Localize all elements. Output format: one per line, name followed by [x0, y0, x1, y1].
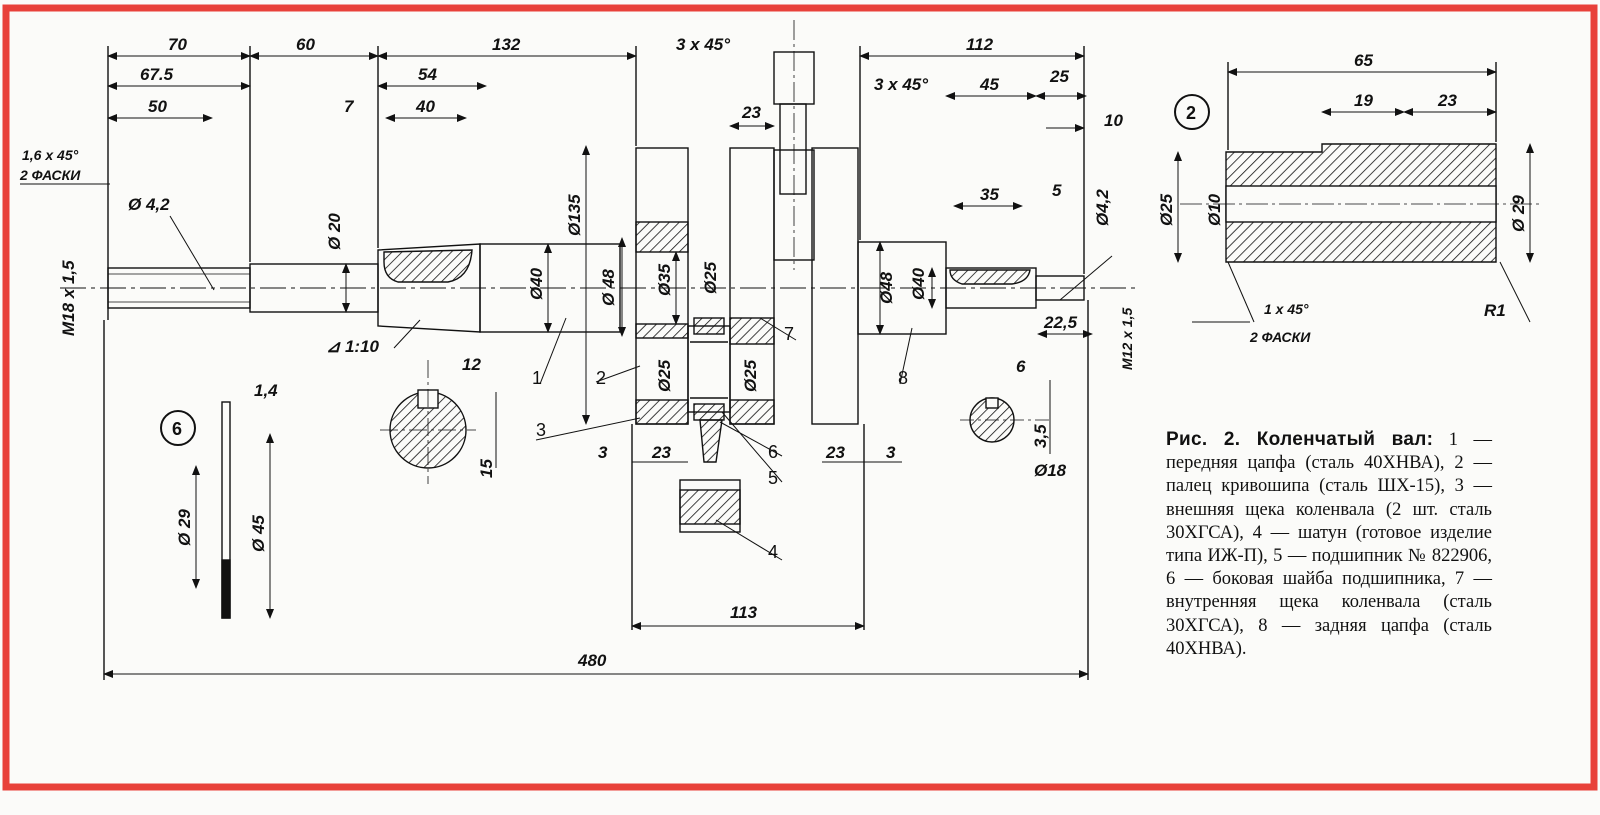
- dim-12: 12: [462, 355, 481, 374]
- dim-phi-4-2: Ø 4,2: [128, 195, 170, 214]
- dim-1-4: 1,4: [254, 381, 278, 400]
- caption-body: 1 — передняя цапфа (сталь 40ХНВА), 2 — п…: [1166, 430, 1493, 659]
- dim-3x45-b: 3 x 45°: [874, 75, 928, 94]
- red-border: [2, 4, 1598, 791]
- dim-chamfer-1x45: 1 x 45°: [1264, 301, 1309, 317]
- dim-phi-25-b: Ø25: [655, 359, 674, 392]
- dim-45: 45: [979, 75, 999, 94]
- dim-3-5: 3,5: [1031, 424, 1050, 448]
- dim-phi-20: Ø 20: [325, 213, 344, 250]
- dim-15: 15: [477, 459, 496, 478]
- dim-60: 60: [296, 35, 315, 54]
- dim-phi-40: Ø40: [527, 267, 546, 300]
- dim-23-b: 23: [825, 443, 845, 462]
- dim-112: 112: [966, 35, 994, 54]
- dim-35: 35: [980, 185, 999, 204]
- dim-25: 25: [1049, 67, 1069, 86]
- dim-phi-4-2-r: Ø4,2: [1093, 189, 1112, 226]
- dim-phi-25-d: Ø25: [1157, 193, 1176, 226]
- callout-3: 3: [536, 420, 546, 440]
- dim-phi-45: Ø 45: [249, 515, 268, 552]
- detail-markers: 6 2: [160, 94, 1210, 446]
- dim-phi-29-b: Ø 29: [1509, 195, 1528, 232]
- caption-title: Рис. 2. Коленчатый вал:: [1166, 429, 1434, 450]
- callout-2: 2: [596, 368, 606, 388]
- dim-23-top: 23: [741, 103, 761, 122]
- dim-132: 132: [492, 35, 521, 54]
- linework: [60, 20, 1540, 680]
- dim-113: 113: [730, 603, 758, 622]
- figure-caption: Рис. 2. Коленчатый вал: 1 — передняя цап…: [1166, 428, 1492, 661]
- part-callouts: 1 2 3 4 5 6 7 8: [532, 324, 908, 562]
- dim-r1: R1: [1484, 301, 1506, 320]
- dim-3-a: 3: [598, 443, 608, 462]
- dim-phi-48: Ø 48: [599, 269, 618, 306]
- dim-phi-48-r: Ø48: [877, 271, 896, 304]
- dim-23-c: 23: [1437, 91, 1457, 110]
- dim-chamfer-1-6: 1,6 x 45°: [22, 147, 79, 163]
- dim-54: 54: [418, 65, 437, 84]
- dim-phi-135: Ø135: [565, 194, 584, 236]
- dim-3x45: 3 x 45°: [676, 35, 730, 54]
- callout-5: 5: [768, 468, 778, 488]
- detail-marker-6: 6: [172, 419, 182, 439]
- dim-phi-25-a: Ø25: [701, 261, 720, 294]
- dim-m12: M12 x 1,5: [1119, 308, 1135, 370]
- dim-23-a: 23: [651, 443, 671, 462]
- dim-40: 40: [415, 97, 435, 116]
- dim-70: 70: [168, 35, 187, 54]
- dim-50: 50: [148, 97, 167, 116]
- dim-chamfer-2-b: 2 ФАСКИ: [1249, 329, 1311, 345]
- callout-8: 8: [898, 368, 908, 388]
- callout-6: 6: [768, 442, 778, 462]
- dim-5: 5: [1052, 181, 1062, 200]
- callout-4: 4: [768, 542, 778, 562]
- dim-phi-29: Ø 29: [175, 509, 194, 546]
- dim-phi-35: Ø35: [655, 263, 674, 296]
- dim-phi-10: Ø10: [1205, 193, 1224, 226]
- dim-65: 65: [1354, 51, 1373, 70]
- dim-6: 6: [1016, 357, 1026, 376]
- dimension-labels: 70 60 132 3 x 45° 112 67.5 54 50 7 40 3 …: [19, 35, 1528, 670]
- dim-19: 19: [1354, 91, 1373, 110]
- dim-67-5: 67.5: [140, 65, 174, 84]
- dimension-lines: [20, 52, 1534, 678]
- callout-7: 7: [784, 324, 794, 344]
- detail-marker-2: 2: [1186, 103, 1196, 123]
- dim-phi-25-c: Ø25: [741, 359, 760, 392]
- callout-1: 1: [532, 368, 542, 388]
- dim-m18: M18 x 1,5: [59, 260, 78, 336]
- dim-22-5: 22,5: [1043, 313, 1078, 332]
- dim-phi-40-r: Ø40: [909, 267, 928, 300]
- dim-taper: ⊿ 1:10: [326, 337, 380, 356]
- dim-480: 480: [577, 651, 607, 670]
- dim-7: 7: [344, 97, 355, 116]
- dim-3-b: 3: [886, 443, 896, 462]
- dim-phi-18: Ø18: [1034, 461, 1067, 480]
- dim-chamfer-2: 2 ФАСКИ: [19, 167, 81, 183]
- dim-10: 10: [1104, 111, 1123, 130]
